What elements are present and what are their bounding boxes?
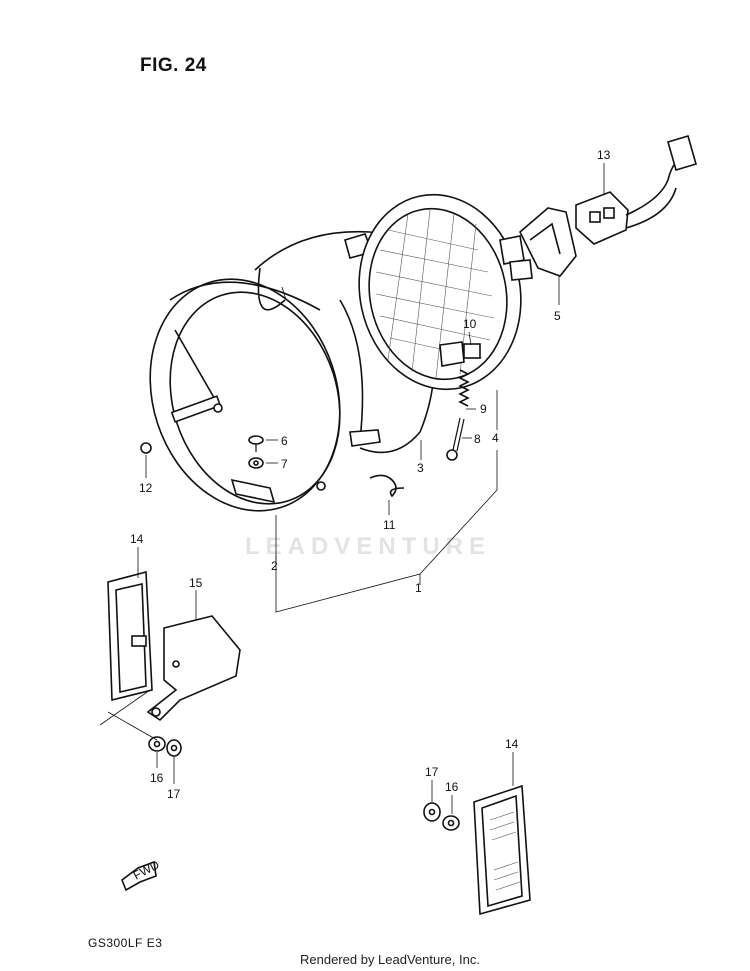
callout-15: 15	[189, 576, 203, 590]
spring[interactable]	[458, 369, 470, 407]
callout-3: 3	[417, 461, 424, 475]
leader-lines	[99, 163, 605, 814]
callout-17-left: 17	[167, 787, 181, 801]
callout-17-right: 17	[425, 765, 439, 779]
wiring-connector[interactable]	[575, 135, 697, 245]
callout-9: 9	[480, 402, 487, 416]
washer-right[interactable]	[442, 815, 460, 831]
callout-16-left: 16	[150, 771, 164, 785]
reflector-bracket[interactable]	[131, 615, 241, 722]
socket-cover[interactable]	[519, 207, 577, 277]
headlight-rim[interactable]	[121, 254, 369, 535]
callout-14-right: 14	[505, 737, 519, 751]
callout-11: 11	[383, 518, 396, 532]
figure-title: FIG. 24	[140, 55, 207, 76]
wire-spring-clip[interactable]	[369, 474, 405, 498]
callout-14-left: 14	[130, 532, 144, 546]
callout-labels: 1 2 3 4 5 6 7 8 9 10 11 12 13 14 15 16 1…	[130, 148, 611, 801]
nut-left[interactable]	[166, 739, 182, 757]
forward-arrow-icon: FWD	[121, 857, 162, 892]
callout-4: 4	[492, 431, 499, 445]
callout-1: 1	[415, 581, 422, 595]
callout-7: 7	[281, 457, 288, 471]
model-code: GS300LF E3	[88, 936, 163, 950]
callout-10: 10	[463, 317, 477, 331]
nut[interactable]	[248, 457, 264, 469]
screw[interactable]	[248, 435, 264, 452]
sealed-beam-unit[interactable]	[341, 180, 538, 405]
bracket[interactable]	[463, 343, 481, 359]
callout-5: 5	[554, 309, 561, 323]
mounting-screw[interactable]	[140, 442, 152, 454]
callout-12: 12	[139, 481, 153, 495]
callout-13: 13	[597, 148, 611, 162]
callout-6: 6	[281, 434, 288, 448]
footer-credit: Rendered by LeadVenture, Inc.	[300, 952, 480, 967]
reflector-left[interactable]	[107, 570, 153, 702]
washer-left[interactable]	[148, 736, 166, 752]
adjusting-screw[interactable]	[446, 417, 465, 461]
reflector-right[interactable]	[473, 784, 531, 916]
callout-2: 2	[271, 559, 278, 573]
callout-8: 8	[474, 432, 481, 446]
callout-16-right: 16	[445, 780, 459, 794]
nut-right[interactable]	[423, 802, 441, 822]
